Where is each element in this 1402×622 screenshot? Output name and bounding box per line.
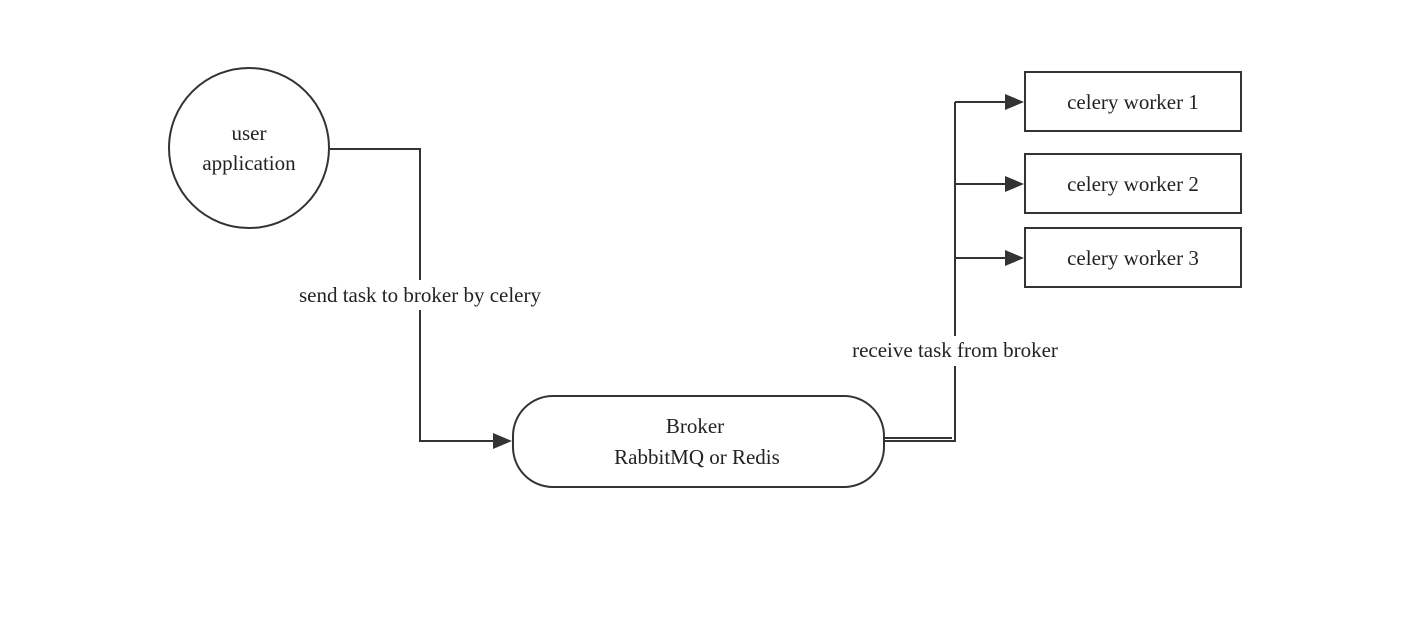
edge-send-task-arrowhead bbox=[493, 433, 512, 449]
edge-send-task-label: send task to broker by celery bbox=[299, 283, 542, 307]
edge-send-task-label-bg bbox=[276, 280, 566, 310]
edge-receive-task-trunk bbox=[884, 102, 956, 442]
edge-receive-task-label-bg bbox=[830, 336, 1080, 366]
node-celery-worker-1-label: celery worker 1 bbox=[1067, 90, 1199, 114]
node-user-application: user application bbox=[168, 67, 330, 229]
edge-to-worker-2-arrowhead bbox=[1005, 176, 1024, 192]
node-celery-worker-3: celery worker 3 bbox=[1024, 227, 1242, 288]
node-celery-worker-2-box bbox=[1024, 153, 1242, 214]
node-celery-worker-2: celery worker 2 bbox=[1024, 153, 1242, 214]
edge-to-worker-1-arrowhead bbox=[1005, 94, 1024, 110]
edge-receive-task-label-group: receive task from broker bbox=[830, 336, 1080, 366]
node-user-application-circle bbox=[168, 67, 330, 229]
edge-send-task-label-group: send task to broker by celery bbox=[276, 280, 566, 310]
edge-receive-task bbox=[884, 94, 1024, 442]
node-user-application-label-line2: application bbox=[202, 151, 296, 175]
node-broker-shape bbox=[512, 395, 885, 488]
edge-receive-task-label: receive task from broker bbox=[852, 338, 1058, 362]
node-celery-worker-1: celery worker 1 bbox=[1024, 71, 1242, 132]
node-broker-label-line1: Broker bbox=[666, 414, 724, 438]
node-celery-worker-3-label: celery worker 3 bbox=[1067, 246, 1199, 270]
node-celery-worker-2-label: celery worker 2 bbox=[1067, 172, 1199, 196]
node-broker: Broker RabbitMQ or Redis bbox=[512, 395, 885, 488]
node-broker-label-line2: RabbitMQ or Redis bbox=[614, 445, 780, 469]
node-celery-worker-3-box bbox=[1024, 227, 1242, 288]
node-celery-worker-1-box bbox=[1024, 71, 1242, 132]
edge-to-worker-3-arrowhead bbox=[1005, 250, 1024, 266]
node-user-application-label-line1: user bbox=[232, 121, 267, 145]
